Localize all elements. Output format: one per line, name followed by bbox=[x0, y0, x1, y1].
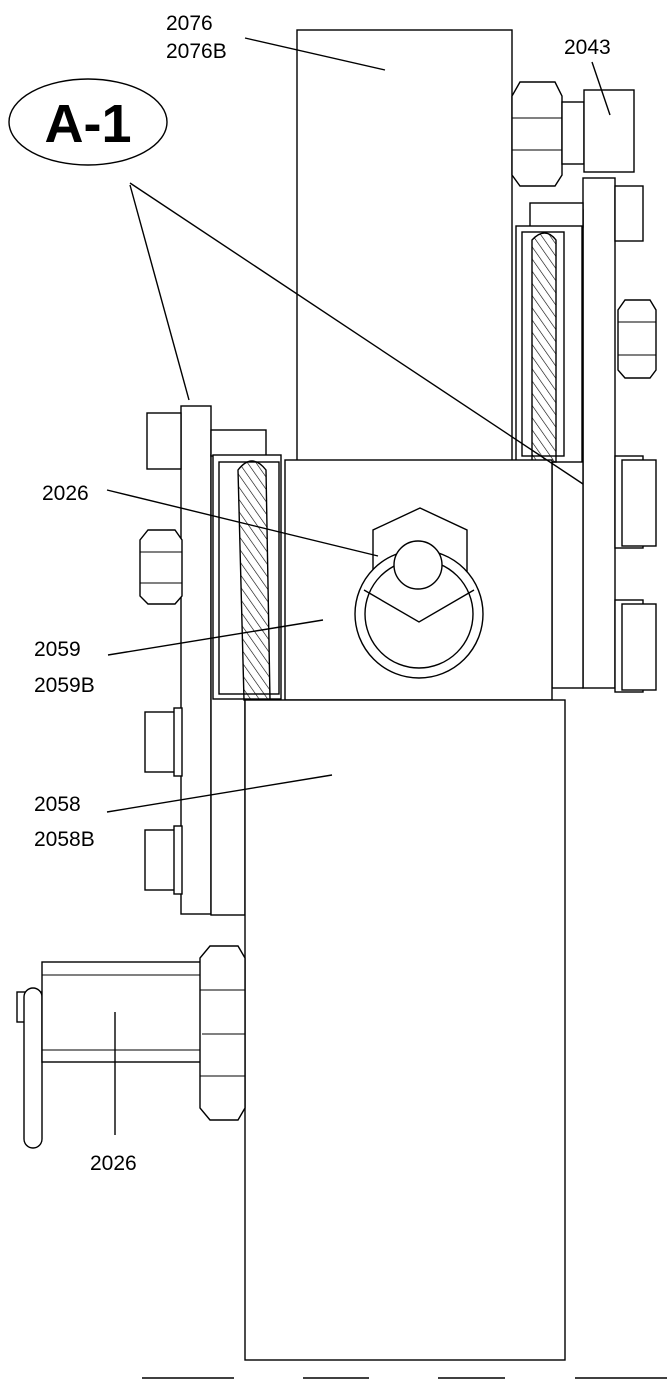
label-2058: 2058 bbox=[34, 793, 81, 816]
left-cable bbox=[237, 460, 271, 701]
leader-a1-right bbox=[129, 182, 584, 485]
view-badge-text: A-1 bbox=[44, 94, 131, 154]
label-2026-upper: 2026 bbox=[42, 482, 89, 505]
left-bolt-head bbox=[146, 412, 182, 470]
left-hex-nut bbox=[139, 529, 183, 605]
upper-right-plate bbox=[582, 177, 616, 689]
hex-nut-2043 bbox=[511, 81, 563, 187]
label-2058b: 2058B bbox=[34, 828, 95, 851]
right-bolt-upper-cap bbox=[621, 459, 657, 547]
leader-a1-left bbox=[129, 184, 190, 401]
upper-right-bolt-head bbox=[614, 185, 644, 242]
right-bolt-lower-cap bbox=[621, 603, 657, 691]
lower-bolt-2026 bbox=[41, 961, 203, 1063]
view-badge-ellipse bbox=[8, 78, 168, 166]
upper-column-2076 bbox=[296, 29, 513, 463]
label-2026-lower: 2026 bbox=[90, 1152, 137, 1175]
upper-cable bbox=[531, 232, 557, 463]
center-pin bbox=[393, 540, 443, 590]
right-hex-nut bbox=[617, 299, 657, 379]
label-2059: 2059 bbox=[34, 638, 81, 661]
left-clip bbox=[210, 429, 267, 457]
label-2059b: 2059B bbox=[34, 674, 95, 697]
left-bolt-upper-washer bbox=[173, 707, 183, 777]
leader-2043 bbox=[591, 61, 611, 116]
lower-column-2058 bbox=[244, 699, 566, 1361]
bolt-block-2043 bbox=[583, 89, 635, 173]
label-2076: 2076 bbox=[166, 12, 213, 35]
washer-2043 bbox=[561, 101, 585, 165]
left-plate bbox=[180, 405, 212, 915]
leader-2058 bbox=[106, 774, 333, 813]
leader-2076 bbox=[244, 37, 386, 71]
label-2043: 2043 bbox=[564, 36, 611, 59]
left-bolt-lower-washer bbox=[173, 825, 183, 895]
upper-right-clip bbox=[529, 202, 584, 228]
lower-pin bbox=[23, 987, 43, 1149]
label-2076b: 2076B bbox=[166, 40, 227, 63]
leader-2059 bbox=[107, 619, 324, 656]
lower-hex-nut bbox=[199, 945, 246, 1121]
leader-2026-upper bbox=[106, 489, 379, 557]
